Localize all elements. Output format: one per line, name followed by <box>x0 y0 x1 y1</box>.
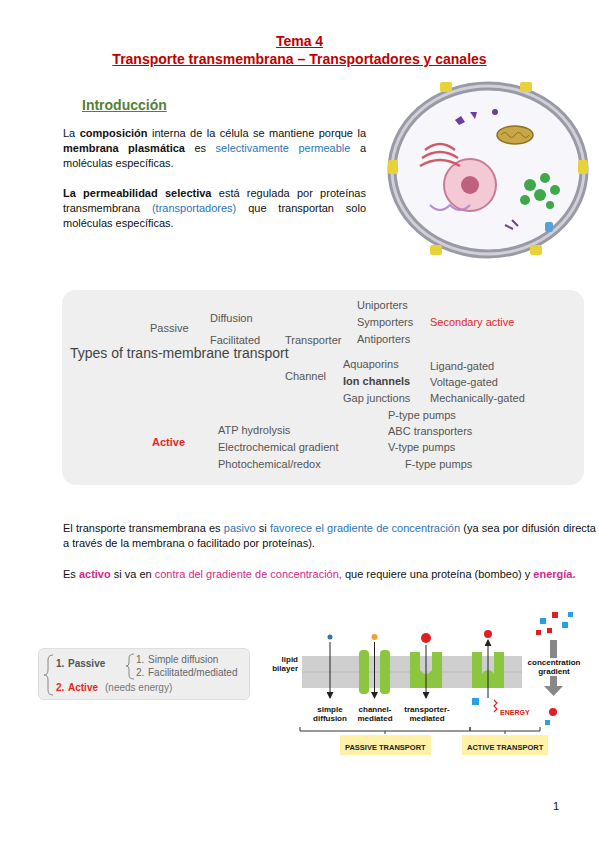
text-run: composición <box>80 127 148 139</box>
tree-item: Channel <box>285 370 326 383</box>
text-run: La <box>63 127 75 139</box>
transport-tag: ACTIVE TRANSPORT <box>462 735 548 755</box>
text-run: pasivo <box>224 522 256 534</box>
figure-label: simple diffusion <box>308 705 352 723</box>
summary-item: Facilitated/mediated <box>148 667 238 678</box>
tree-item: ABC transporters <box>388 425 472 438</box>
tree-item: F-type pumps <box>405 458 472 471</box>
tree-item: Transporter <box>285 334 341 347</box>
text-run: El transporte transmembrana es <box>63 522 221 534</box>
paragraph: La permeabilidad selectiva está regulada… <box>63 186 366 231</box>
tree-item: Voltage-gated <box>430 376 498 389</box>
tree-item: Symporters <box>357 316 413 329</box>
page-title: Tema 4 <box>0 33 599 49</box>
paragraph: Es activo si va en contra del gradiente … <box>63 567 596 582</box>
tree-item: Aquaporins <box>343 358 399 371</box>
tree-item: Uniporters <box>357 299 408 312</box>
tag-text: PASSIVE TRANSPORT <box>345 743 426 752</box>
summary-item: Active <box>68 682 98 693</box>
text-run: es <box>194 142 206 154</box>
tree-item: V-type pumps <box>388 441 455 454</box>
tag-text: ACTIVE TRANSPORT <box>467 743 543 752</box>
text-run: que requiere una proteína (bombeo) y <box>345 568 530 580</box>
figure-label: concentration gradient <box>524 658 584 676</box>
tree-item: Antiporters <box>357 333 410 346</box>
tree-item: ATP hydrolysis <box>218 424 290 437</box>
tree-item: P-type pumps <box>388 409 456 422</box>
cell-illustration <box>388 82 588 255</box>
summary-item: 1. <box>56 658 64 669</box>
tree-item: Ligand-gated <box>430 360 494 373</box>
tree-item: Passive <box>150 322 189 335</box>
text-run: favorece el gradiente de concentración <box>270 522 460 534</box>
section-heading: Introducción <box>82 97 167 113</box>
tree-item: Mechanically-gated <box>430 392 525 405</box>
summary-item: Simple diffusion <box>148 654 218 665</box>
summary-item: (needs energy) <box>105 682 172 693</box>
subtitle: Transporte transmembrana – Transportador… <box>0 51 599 67</box>
figure-label: transporter-mediated <box>400 705 454 723</box>
tree-item: Active <box>152 436 185 449</box>
text-run: activo <box>79 568 111 580</box>
text-run: si va en <box>114 568 152 580</box>
tree-item: Secondary active <box>430 316 514 329</box>
text-run: selectivamente permeable <box>216 142 351 154</box>
text-run: contra del gradiente de concentración, <box>155 568 342 580</box>
tree-item: Facilitated <box>210 334 260 347</box>
summary-item: Passive <box>68 658 105 669</box>
figure-label: ENERGY <box>500 708 530 717</box>
page-number: 1 <box>553 800 559 812</box>
tree-item: Gap junctions <box>343 392 410 405</box>
figure-label: channel-mediated <box>352 705 398 723</box>
text-run: si <box>259 522 267 534</box>
transport-tag: PASSIVE TRANSPORT <box>340 735 431 755</box>
tree-item: Diffusion <box>210 312 253 325</box>
tree-item: Electrochemical gradient <box>218 441 338 454</box>
paragraph: La composición interna de la célula se m… <box>63 126 366 171</box>
text-run: La permeabilidad selectiva <box>63 187 211 199</box>
text-run: membrana plasmática <box>63 142 185 154</box>
paragraph: El transporte transmembrana es pasivo si… <box>63 521 596 551</box>
text-run: (transportadores) <box>152 202 236 214</box>
tree-item: Photochemical/redox <box>218 458 321 471</box>
text-run: interna de la célula se mantiene porque … <box>152 127 366 139</box>
summary-box: 1. Passive 1. Simple diffusion 2. Facilitated… <box>38 648 250 700</box>
figure-label: lipid bilayer <box>264 655 298 673</box>
summary-item: 2. <box>56 682 64 693</box>
text-run: Es <box>63 568 76 580</box>
summary-item: 1. <box>136 654 144 665</box>
summary-item: 2. <box>136 667 144 678</box>
panel-heading: Types of trans-membrane transport <box>70 345 140 362</box>
tree-item: Ion channels <box>343 375 410 388</box>
text-run: energía. <box>533 568 575 580</box>
